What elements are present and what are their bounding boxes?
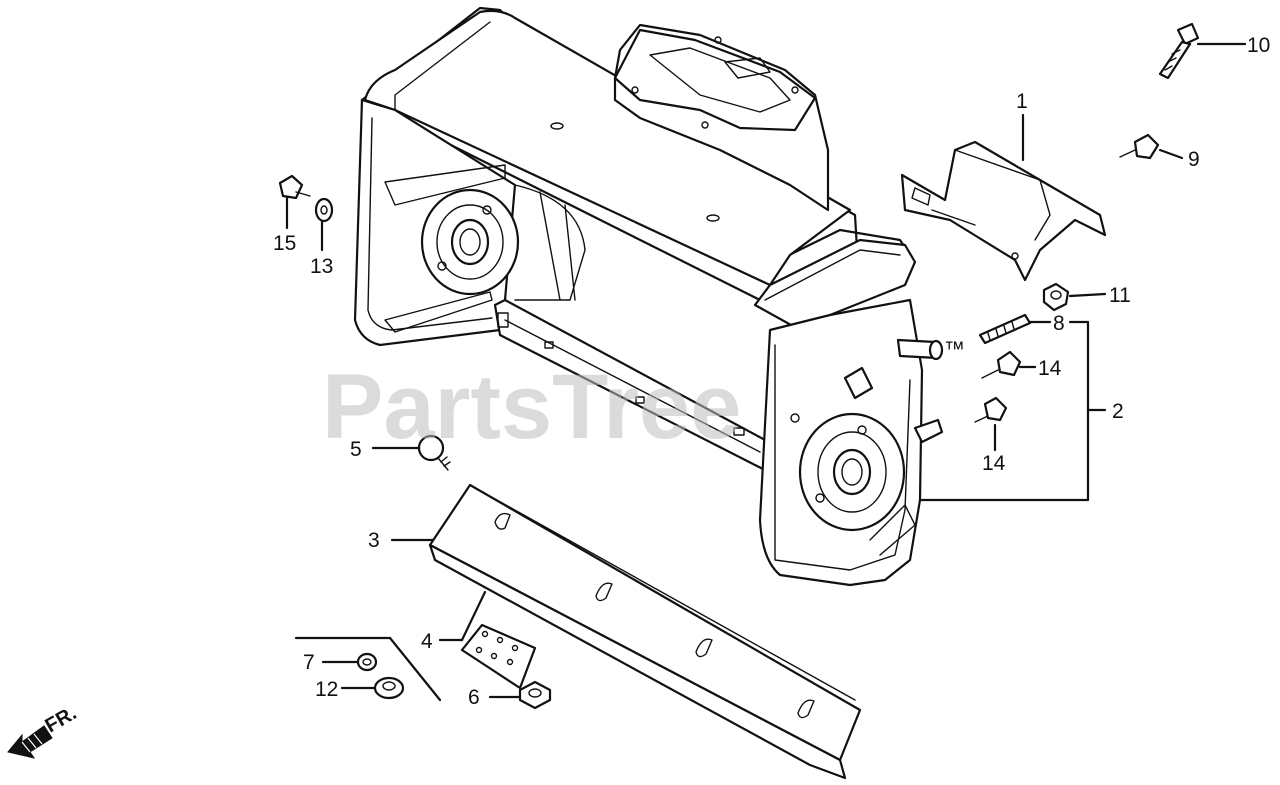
part-10-bolt[interactable] — [1158, 22, 1200, 80]
part-4-plate[interactable] — [460, 623, 537, 690]
part-15-bolt[interactable] — [278, 174, 311, 200]
leader-lines — [285, 42, 1247, 702]
callout-11: 11 — [1109, 284, 1131, 307]
part-9-bolt[interactable] — [1119, 133, 1160, 160]
callout-13: 13 — [310, 255, 333, 278]
callout-4: 4 — [421, 630, 433, 653]
arrow-icon — [7, 725, 53, 759]
callout-12: 12 — [315, 678, 338, 701]
part-7-nut[interactable] — [356, 652, 378, 672]
part-6-nut[interactable] — [518, 680, 552, 710]
watermark: PartsTree ™ — [322, 338, 965, 458]
callout-6: 6 — [468, 686, 480, 709]
part-11-nut[interactable] — [1042, 282, 1070, 312]
callout-2: 2 — [1112, 400, 1124, 423]
callout-8: 8 — [1053, 312, 1065, 335]
part-12-washer[interactable] — [373, 676, 405, 700]
callout-3: 3 — [368, 529, 380, 552]
callout-10: 10 — [1247, 34, 1270, 57]
callout-7: 7 — [303, 651, 315, 674]
front-direction-indicator: FR. — [7, 702, 80, 759]
part-14-bolt-lower[interactable] — [974, 396, 1008, 423]
callout-1: 1 — [1016, 90, 1028, 113]
callout-15: 15 — [273, 232, 296, 255]
part-1-cover[interactable] — [900, 140, 1107, 282]
chute-base — [613, 23, 830, 212]
auger-housing — [353, 6, 944, 587]
callout-14-lower: 14 — [982, 452, 1006, 475]
watermark-tm: ™ — [944, 338, 965, 361]
callout-labels: 1 2 3 4 5 6 7 8 9 10 11 12 14 14 13 15 — [273, 34, 1270, 709]
part-14-bolt-upper[interactable] — [981, 350, 1022, 379]
callout-14-upper: 14 — [1038, 357, 1062, 380]
watermark-text: PartsTree — [322, 356, 741, 458]
callout-5: 5 — [350, 438, 362, 461]
callout-9: 9 — [1188, 148, 1200, 171]
part-13-washer[interactable] — [314, 197, 334, 223]
part-8-stud[interactable] — [978, 313, 1032, 345]
part-3-scraper-bar[interactable] — [428, 483, 862, 780]
